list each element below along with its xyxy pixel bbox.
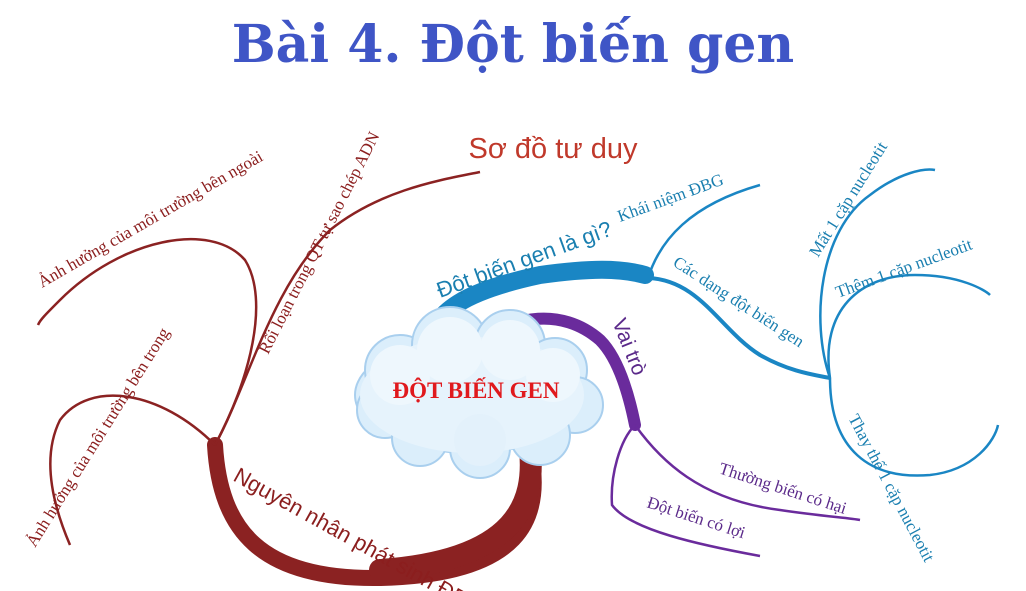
type-item-1: Mất 1 cặp nucleotit bbox=[805, 138, 891, 260]
definition-types-connector bbox=[647, 276, 831, 380]
type-item-2: Thêm 1 cặp nucleotit bbox=[833, 235, 975, 302]
mind-map-subtitle: Sơ đồ tư duy bbox=[468, 133, 638, 165]
role-item-1: Thường biến có hại bbox=[717, 459, 850, 518]
type-connector-1 bbox=[819, 168, 936, 379]
cause-sub-branch-3 bbox=[49, 394, 216, 546]
page-title: Bài 4. Đột biến gen bbox=[232, 14, 795, 75]
type-item-3: Thay thế 1 cặp nucleotit bbox=[844, 411, 938, 565]
type-connector-2 bbox=[827, 273, 991, 379]
center-cloud: ĐỘT BIẾN GEN bbox=[354, 306, 604, 479]
role-sub-branch-2 bbox=[610, 424, 761, 558]
definition-concept-connector bbox=[646, 183, 761, 279]
definition-concept-label: Khái niệm ĐBG bbox=[615, 170, 726, 226]
cause-item-3: Ảnh hưởng của môi trường bên trong bbox=[22, 324, 173, 550]
cause-sub-branch-2 bbox=[36, 238, 258, 446]
cause-item-2: Ảnh hưởng của môi trường bên ngoài bbox=[35, 147, 267, 292]
definition-branch-label: Đột biến gen là gì? bbox=[433, 216, 615, 303]
center-label: ĐỘT BIẾN GEN bbox=[392, 377, 559, 403]
type-connector-3 bbox=[828, 377, 1000, 477]
cause-item-1: Rối loạn trong QT tự sao chép ADN bbox=[255, 129, 384, 357]
role-sub-branch-1 bbox=[633, 424, 861, 522]
